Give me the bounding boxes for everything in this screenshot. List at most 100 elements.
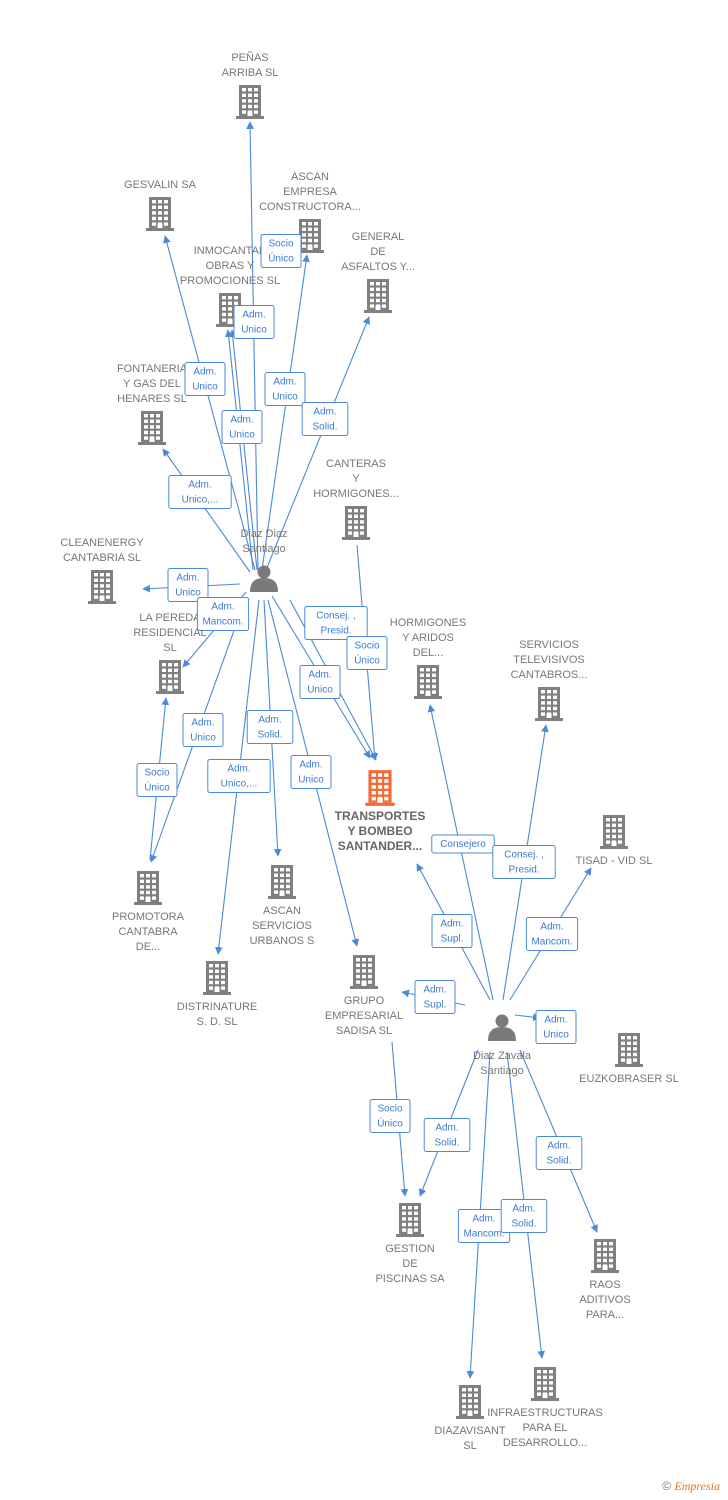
node-label: CANTABRIA SL	[63, 552, 141, 564]
relation-label[interactable]: Adm. Unico	[233, 305, 275, 339]
relation-label[interactable]: Consej. ,Presid.	[304, 606, 368, 640]
building-icon	[364, 279, 392, 313]
relation-label-box	[525, 917, 579, 951]
relation-label[interactable]: Adm.Supl.	[414, 980, 456, 1014]
relation-label[interactable]: Adm.Unico	[184, 362, 226, 396]
relation-label-text: Adm.	[188, 480, 211, 491]
node-promotora[interactable]: PROMOTORACANTABRADE...	[112, 871, 185, 953]
relation-label[interactable]: Adm.Solid.	[535, 1136, 583, 1170]
relation-label[interactable]: Adm.Supl.	[431, 914, 473, 948]
relation-label[interactable]: Consejero	[431, 834, 495, 854]
node-label: DESARROLLO...	[503, 1437, 587, 1449]
relation-label[interactable]: Consej. ,Presid.	[492, 845, 556, 879]
node-label: DIAZAVISANT	[434, 1425, 506, 1437]
node-label: INMOCANTAB	[194, 245, 267, 257]
node-label: HORMIGONES	[390, 617, 466, 629]
relation-label-box	[290, 755, 332, 789]
node-tisad[interactable]: TISAD - VID SL	[575, 815, 653, 867]
node-label: Santiago	[242, 543, 285, 555]
node-label: HORMIGONES...	[313, 488, 399, 500]
node-cleanenergy[interactable]: CLEANENERGY CANTABRIA SL	[60, 537, 144, 604]
relation-label[interactable]: Adm. Unico	[264, 372, 306, 406]
building-icon	[535, 687, 563, 721]
building-icon	[268, 865, 296, 899]
node-label: Y BOMBEO	[347, 824, 412, 838]
node-label: CLEANENERGY	[60, 537, 144, 549]
node-label: TRANSPORTES	[335, 809, 426, 823]
node-servicios_tv[interactable]: SERVICIOSTELEVISIVOSCANTABROS...	[511, 639, 588, 721]
building-icon	[296, 219, 324, 253]
node-ascan_emp[interactable]: ASCANEMPRESACONSTRUCTORA...	[259, 171, 361, 253]
relation-label-text: Unico	[272, 392, 298, 403]
relation-label-text: Solid.	[434, 1138, 459, 1149]
relation-label-box	[233, 305, 275, 339]
relation-label[interactable]: Adm.Unico,...	[168, 475, 232, 509]
relation-label-text: Adm.	[242, 310, 265, 321]
relation-label[interactable]: Adm. Mancom.	[525, 917, 579, 951]
relation-label-box	[167, 568, 209, 602]
relation-label-box	[196, 597, 250, 631]
relation-label-text: Unico	[241, 325, 267, 336]
relation-label[interactable]: Adm.Mancom.	[196, 597, 250, 631]
relation-label[interactable]: Adm.Solid.	[500, 1199, 548, 1233]
relation-label[interactable]: Adm.Unico	[299, 665, 341, 699]
relation-label-text: Mancom.	[531, 937, 572, 948]
relation-label-text: Único	[268, 252, 294, 265]
relation-label-text: Consej. ,	[316, 611, 355, 622]
empresia-logo[interactable]: Empresia	[674, 1479, 720, 1493]
node-gesvalin[interactable]: GESVALIN SA	[124, 179, 197, 231]
edge-diaz_diaz-general_asf	[265, 316, 370, 571]
relation-label[interactable]: Adm.Unico	[167, 568, 209, 602]
node-label: GRUPO	[344, 995, 385, 1007]
relation-label-box	[136, 763, 178, 797]
node-label: SL	[163, 642, 176, 654]
node-label: DE	[402, 1258, 417, 1270]
relation-label[interactable]: Adm.Unico	[290, 755, 332, 789]
relation-label[interactable]: Adm.Unico	[221, 410, 263, 444]
relation-label[interactable]: Adm.Solid.	[301, 402, 349, 436]
node-label: SADISA SL	[336, 1025, 392, 1037]
relation-label-text: Consej. ,	[504, 850, 543, 861]
relation-label[interactable]: Adm.Mancom.	[457, 1209, 511, 1243]
relation-label[interactable]: Adm.Unico	[535, 1010, 577, 1044]
relation-label[interactable]: Adm.Solid.	[246, 710, 294, 744]
node-label: ASCAN	[291, 171, 329, 183]
relation-label-text: Solid.	[312, 422, 337, 433]
node-label: FONTANERIA	[117, 363, 188, 375]
relation-label[interactable]: Adm.Unico,...	[207, 759, 271, 793]
relation-label[interactable]: Adm.Solid.	[423, 1118, 471, 1152]
node-label: Y GAS DEL	[123, 378, 181, 390]
relation-label-text: Adm.	[230, 415, 253, 426]
relation-label-text: Adm.	[273, 377, 296, 388]
relation-label-box	[221, 410, 263, 444]
relation-label-box	[414, 980, 456, 1014]
relation-label[interactable]: Adm.Unico	[182, 713, 224, 747]
relation-label-text: Adm.	[540, 922, 563, 933]
node-label: CANTABROS...	[511, 669, 588, 681]
node-canteras[interactable]: CANTERASYHORMIGONES...	[313, 458, 399, 540]
node-euzkobraser[interactable]: EUZKOBRASER SL	[579, 1033, 679, 1085]
node-raos[interactable]: RAOSADITIVOSPARA...	[579, 1239, 631, 1321]
relation-label-text: Adm.	[308, 670, 331, 681]
